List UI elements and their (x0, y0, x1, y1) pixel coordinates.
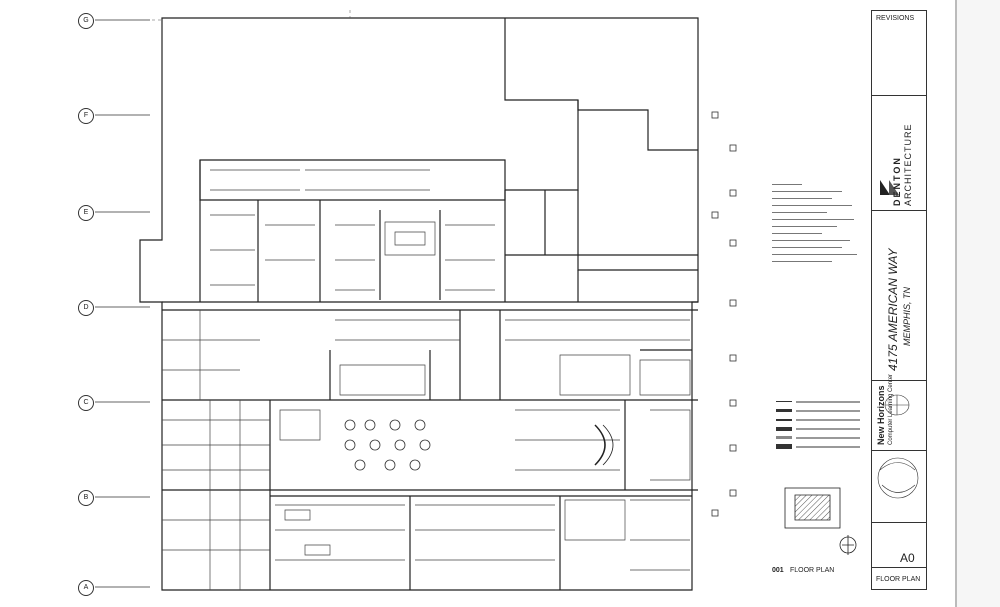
sheet-number: A0 (900, 551, 915, 565)
plan-number: 001 (772, 567, 784, 574)
seal-cell (872, 451, 926, 523)
client-cell: New Horizons Computer Learning Center (872, 374, 926, 451)
sheet-number-cell: A0 (872, 523, 926, 568)
scan-edge (955, 0, 1000, 607)
sheet-title: FLOOR PLAN (876, 576, 921, 583)
plan-title: FLOOR PLAN (790, 567, 835, 574)
grid-bubble-a: A (78, 580, 94, 596)
firm-cell: DENTON ARCHITECTURE (872, 96, 926, 211)
grid-bubble-f: F (78, 108, 94, 124)
project-address: 4175 AMERICAN WAY (886, 248, 900, 371)
grid-bubble-d: D (78, 300, 94, 316)
grid-bubble-b: B (78, 490, 94, 506)
client-name: New Horizons (876, 385, 886, 445)
title-block: REVISIONS DENTON ARCHITECTURE 4175 AMERI… (871, 10, 927, 590)
sheet-title-cell: FLOOR PLAN (872, 568, 926, 589)
grid-bubble-g: G (78, 13, 94, 29)
revisions-label: REVISIONS (876, 15, 915, 22)
project-cell: 4175 AMERICAN WAY MEMPHIS, TN (872, 211, 926, 381)
general-notes (772, 180, 858, 264)
grid-bubble-e: E (78, 205, 94, 221)
wall-legend (776, 398, 860, 452)
firm-name-line2: ARCHITECTURE (903, 123, 913, 206)
project-city: MEMPHIS, TN (902, 286, 912, 346)
revisions-cell: REVISIONS (872, 11, 926, 96)
grid-bubble-c: C (78, 395, 94, 411)
firm-name-line1: DENTON (892, 156, 902, 206)
client-subtitle: Computer Learning Center (888, 373, 894, 445)
